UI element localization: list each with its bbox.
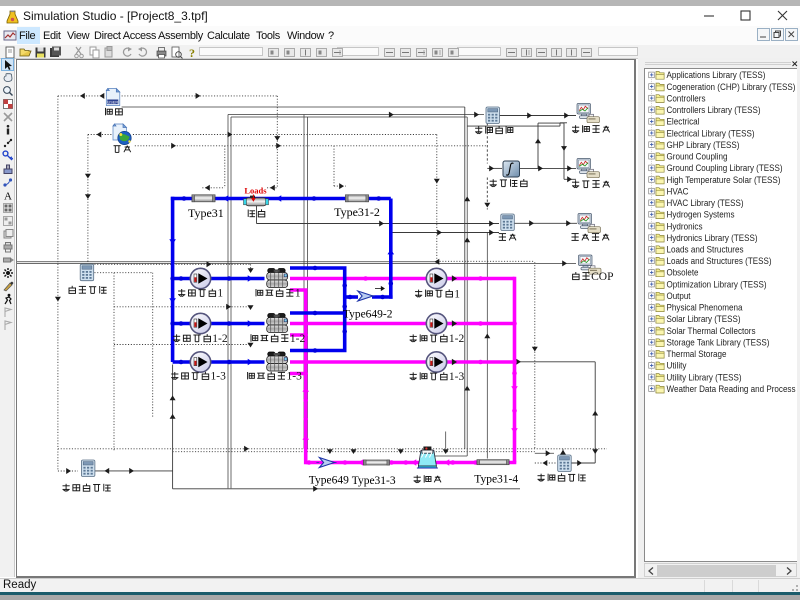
svg-text:A: A — [4, 191, 12, 202]
svg-text:Hydronics: Hydronics — [667, 221, 703, 232]
svg-text:Physical Phenomena: Physical Phenomena — [667, 302, 744, 313]
svg-text:1-2: 1-2 — [212, 333, 228, 345]
svg-text:Type31-4: Type31-4 — [474, 473, 518, 485]
svg-text:Electrical Library (TESS): Electrical Library (TESS) — [667, 128, 755, 139]
svg-text:Solar Library (TESS): Solar Library (TESS) — [667, 314, 741, 325]
svg-text:HVAC: HVAC — [667, 186, 689, 197]
svg-text:USER: USER — [108, 100, 119, 104]
svg-text:1-3: 1-3 — [287, 370, 303, 382]
svg-text:Cogeneration (CHP) Library (TE: Cogeneration (CHP) Library (TESS) — [667, 81, 796, 92]
svg-text:Thermal Storage: Thermal Storage — [667, 349, 727, 360]
svg-text:High Temperature Solar (TESS): High Temperature Solar (TESS) — [667, 174, 781, 185]
svg-text:Loads and Structures: Loads and Structures — [667, 244, 744, 255]
svg-text:COP: COP — [591, 270, 613, 282]
svg-text:1-3: 1-3 — [449, 371, 465, 383]
svg-text:Weather Data Reading and Proce: Weather Data Reading and Process — [667, 383, 796, 394]
svg-text:Hydrogen Systems: Hydrogen Systems — [667, 209, 735, 220]
svg-text:Electrical: Electrical — [667, 116, 700, 127]
svg-text:1-2: 1-2 — [449, 333, 465, 345]
svg-text:1: 1 — [454, 288, 460, 300]
svg-text:Type31-3: Type31-3 — [352, 474, 396, 486]
svg-text:Ground Coupling: Ground Coupling — [667, 151, 728, 162]
svg-text:Type649-2: Type649-2 — [343, 308, 393, 320]
svg-text:Solar Thermal Collectors: Solar Thermal Collectors — [667, 325, 756, 336]
svg-text:Utility: Utility — [667, 360, 687, 371]
svg-text:1: 1 — [295, 287, 301, 299]
svg-text:?: ? — [189, 46, 195, 59]
svg-text:1-3: 1-3 — [211, 370, 227, 382]
svg-text:Obsolete: Obsolete — [667, 267, 699, 278]
svg-text:Controllers: Controllers — [667, 93, 706, 104]
svg-text:Type31-2: Type31-2 — [334, 204, 380, 218]
svg-text:Utility Library (TESS): Utility Library (TESS) — [667, 372, 742, 383]
svg-text:Output: Output — [667, 291, 691, 302]
svg-text:Loads: Loads — [244, 185, 267, 195]
svg-text:Applications Library (TESS): Applications Library (TESS) — [667, 70, 766, 81]
svg-text:Ground Coupling Library (TESS): Ground Coupling Library (TESS) — [667, 163, 783, 174]
svg-text:GHP Library (TESS): GHP Library (TESS) — [667, 139, 740, 150]
svg-text:HVAC Library (TESS): HVAC Library (TESS) — [667, 198, 744, 209]
svg-text:Controllers Library (TESS): Controllers Library (TESS) — [667, 105, 761, 116]
svg-text:1-2: 1-2 — [290, 333, 306, 345]
svg-text:1: 1 — [217, 287, 223, 299]
svg-text:Type31: Type31 — [188, 206, 224, 220]
svg-text:Storage Tank Library (TESS): Storage Tank Library (TESS) — [667, 337, 770, 348]
svg-text:Hydronics Library (TESS): Hydronics Library (TESS) — [667, 232, 758, 243]
svg-text:Type649: Type649 — [309, 474, 349, 486]
svg-text:Loads and Structures (TESS): Loads and Structures (TESS) — [667, 256, 772, 267]
svg-text:Optimization Library (TESS): Optimization Library (TESS) — [667, 279, 767, 290]
